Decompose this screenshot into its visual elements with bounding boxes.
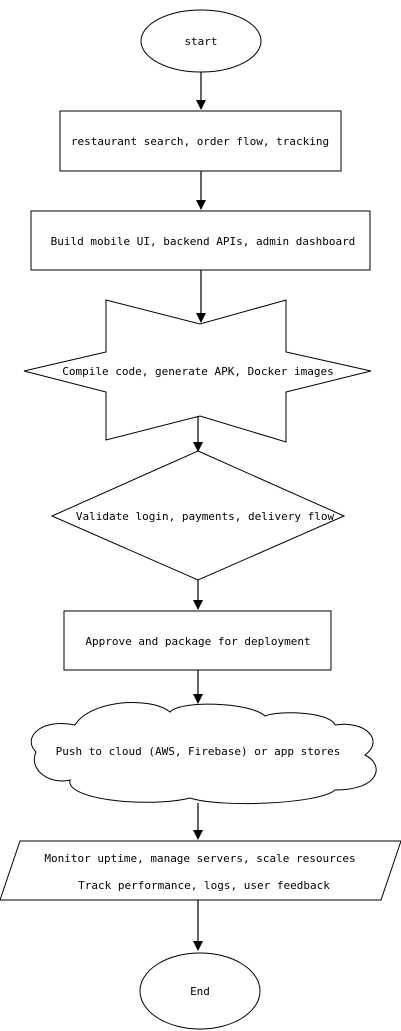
end-label: End [190, 985, 210, 998]
operate-label-line1: Monitor uptime, manage servers, scale re… [44, 852, 355, 865]
cloud-shape [30, 702, 377, 805]
develop-label: Build mobile UI, backend APIs, admin das… [51, 235, 356, 248]
test-node[interactable]: Validate login, payments, delivery flow [50, 450, 346, 581]
requirements-label: restaurant search, order flow, tracking [71, 135, 329, 148]
end-node[interactable]: End [139, 952, 261, 1030]
deploy-label: Push to cloud (AWS, Firebase) or app sto… [56, 745, 341, 758]
operate-label-line2: Track performance, logs, user feedback [78, 879, 330, 892]
deploy-node[interactable]: Push to cloud (AWS, Firebase) or app sto… [30, 702, 377, 805]
test-label: Validate login, payments, delivery flow [76, 510, 335, 523]
start-label: start [184, 35, 217, 48]
build-node[interactable]: Compile code, generate APK, Docker image… [23, 299, 372, 443]
requirements-node[interactable]: restaurant search, order flow, tracking [59, 110, 342, 172]
start-node[interactable]: start [140, 9, 262, 73]
release-label: Approve and package for deployment [85, 635, 310, 648]
develop-node[interactable]: Build mobile UI, backend APIs, admin das… [30, 210, 371, 271]
release-node[interactable]: Approve and package for deployment [63, 610, 332, 671]
build-label: Compile code, generate APK, Docker image… [62, 365, 334, 378]
operate-node[interactable]: Monitor uptime, manage servers, scale re… [0, 840, 401, 901]
